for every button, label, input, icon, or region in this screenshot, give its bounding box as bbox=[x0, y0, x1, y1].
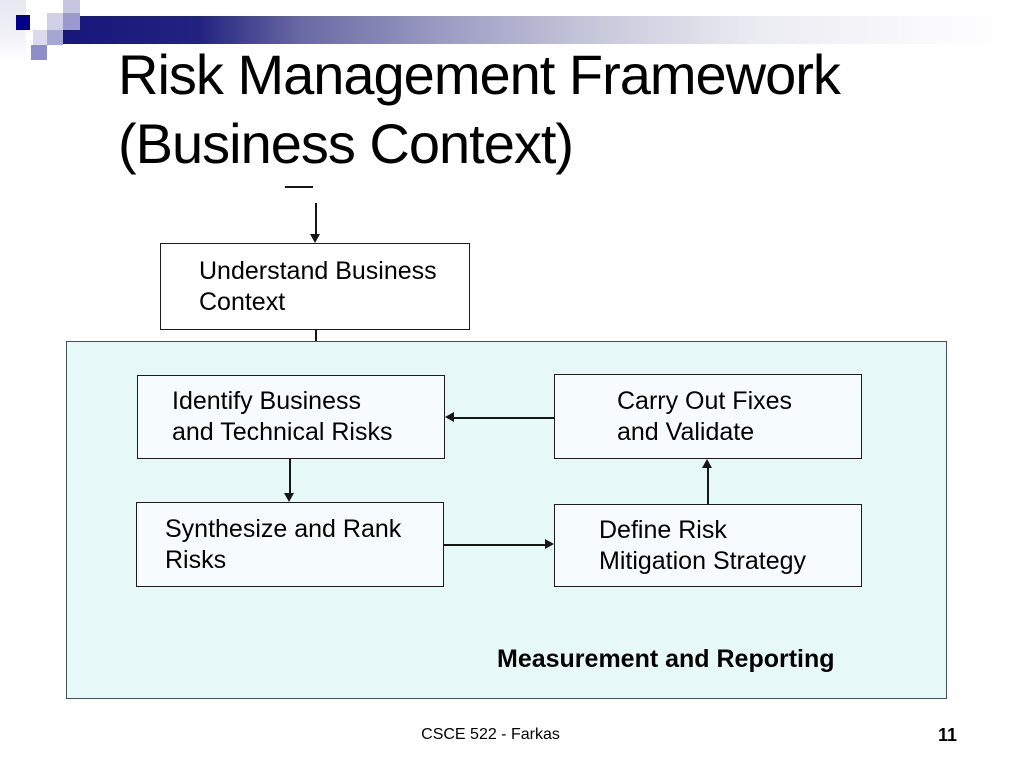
node-label: Carry Out Fixes and Validate bbox=[617, 386, 793, 446]
arrow-identify-to-synthesize bbox=[289, 459, 291, 494]
node-label: Define Risk Mitigation Strategy bbox=[599, 515, 807, 575]
footer-course-label: CSCE 522 - Farkas bbox=[421, 726, 560, 743]
pixel-square bbox=[47, 30, 63, 45]
connector-tick bbox=[285, 186, 313, 188]
header-gradient-bar bbox=[63, 16, 1024, 44]
node-label: Understand Business Context bbox=[199, 256, 437, 316]
container-label: Measurement and Reporting bbox=[497, 645, 835, 673]
node-carry-out-fixes-validate: Carry Out Fixes and Validate bbox=[554, 374, 862, 459]
pixel-square bbox=[47, 13, 63, 30]
pixel-square bbox=[63, 13, 80, 30]
arrow-start-to-understand bbox=[315, 203, 317, 235]
pixel-square bbox=[31, 45, 47, 60]
arrowhead-up-icon bbox=[702, 459, 712, 468]
arrowhead-down-icon bbox=[310, 234, 320, 243]
arrowhead-left-icon bbox=[445, 412, 454, 422]
left-gradient-strip bbox=[0, 0, 26, 62]
arrow-define-to-carryout bbox=[707, 467, 709, 504]
node-synthesize-rank-risks: Synthesize and Rank Risks bbox=[136, 502, 444, 587]
arrowhead-down-icon bbox=[284, 493, 294, 502]
arrow-synthesize-to-define bbox=[444, 544, 545, 546]
node-define-risk-mitigation-strategy: Define Risk Mitigation Strategy bbox=[554, 504, 862, 587]
arrow-carryout-to-identify bbox=[454, 417, 554, 419]
slide-title: Risk Management Framework (Business Cont… bbox=[118, 43, 841, 175]
pixel-square bbox=[16, 15, 30, 30]
pixel-square bbox=[63, 0, 80, 13]
node-label: Identify Business and Technical Risks bbox=[172, 387, 393, 446]
node-identify-business-technical-risks: Identify Business and Technical Risks bbox=[137, 375, 445, 459]
node-understand-business-context: Understand Business Context bbox=[160, 243, 470, 330]
slide-page-number: 11 bbox=[938, 725, 958, 745]
arrowhead-right-icon bbox=[545, 539, 554, 549]
node-label: Synthesize and Rank Risks bbox=[165, 514, 402, 574]
pixel-square bbox=[33, 30, 47, 45]
